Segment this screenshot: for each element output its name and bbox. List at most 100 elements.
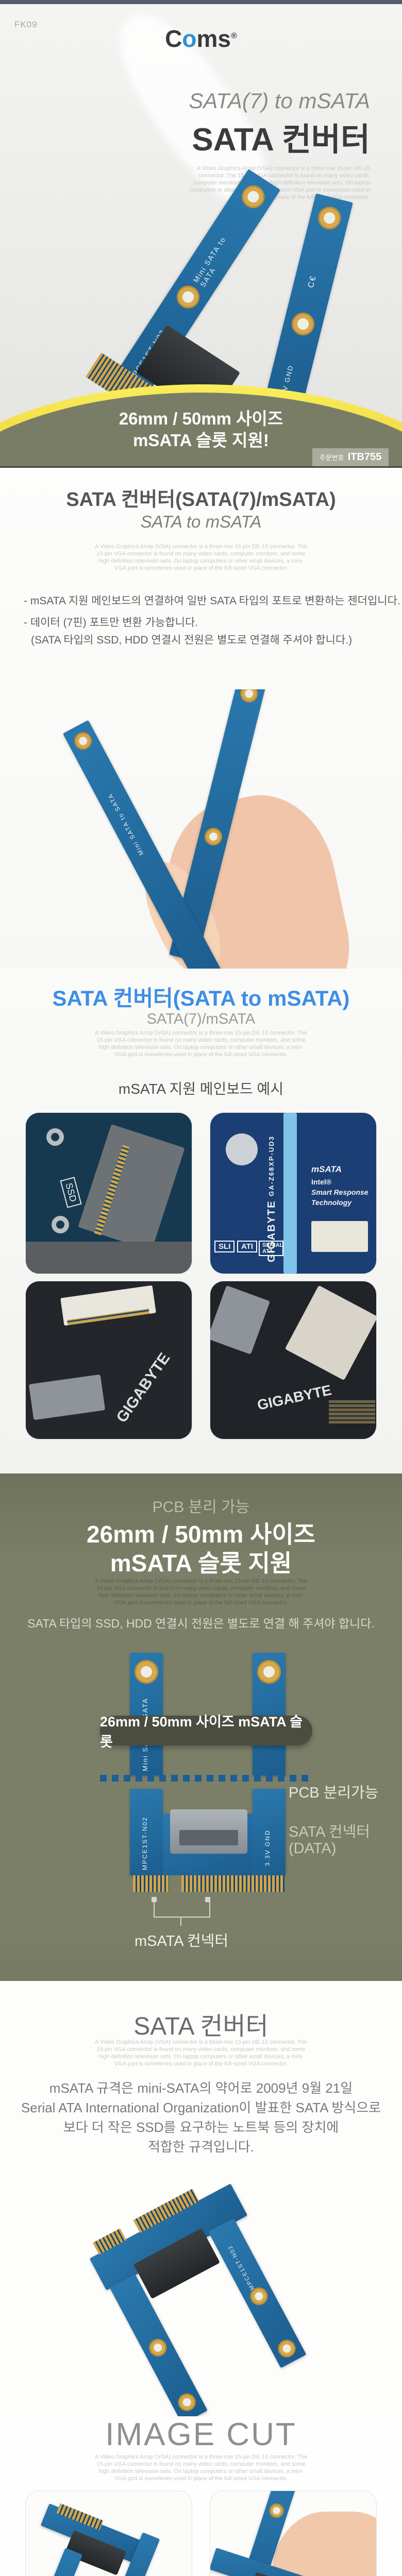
pcb-separable-label: PCB 분리가능 [289, 1785, 379, 1801]
hand-product-photo: Mini SATA to SATA [0, 689, 402, 969]
pcb-print-model: MPCE1ST-N02 [141, 1816, 148, 1870]
order-number-label: 주문번호 [319, 454, 344, 462]
pcb-print-model: MPCE1ST-N02 [227, 2244, 256, 2291]
metal-socket [28, 1374, 106, 1420]
sata-connector-gray [170, 1809, 247, 1854]
diagram-strip-left-lower: MPCE1ST-N02 [130, 1789, 163, 1875]
screw-pad [203, 826, 224, 848]
sata-connector-label-1: SATA 컨넥터 [289, 1824, 370, 1840]
pcb-strip-right: MPCE1ST-N02 [208, 2218, 307, 2368]
msata-connector-white [284, 1285, 376, 1381]
image-cut-photo-2 [210, 2491, 376, 2576]
section-msata-description: SATA 컨버터 A Video Graphics Array (VGA) co… [0, 1981, 402, 2425]
desc-line-4: 적합한 규격입니다. [148, 2139, 254, 2155]
screw-pad [146, 2335, 170, 2360]
feature-bullet-3: (SATA 타입의 SSD, HDD 연결시 전원은 별도로 연결해 주셔야 합… [31, 634, 353, 646]
desc-line-2: Serial ATA International Organization이 발… [21, 2100, 381, 2115]
gold-fingers-left [133, 1875, 169, 1892]
decor-paragraph: A Video Graphics Array (VGA) connector i… [95, 544, 307, 571]
screw-pad [135, 1660, 158, 1684]
section-overview: SATA 컨버터(SATA(7)/mSATA) SATA to mSATA A … [0, 468, 402, 969]
section1-subtitle: SATA to mSATA [140, 512, 262, 531]
feature-bullet-2: - 데이터 (7핀) 포트만 변환 가능합니다. [24, 617, 198, 629]
product-title: SATA 컨버터 [192, 122, 370, 158]
diagram-strip-right-upper: C€ [253, 1653, 286, 1775]
ati-logo: ATI [237, 1241, 258, 1252]
photo-gigabyte-blue-board: GIGABYTE GA-Z68XP-UD3 mSATA Intel® Smart… [210, 1113, 376, 1274]
logo-o: o [182, 25, 197, 52]
ssd-label: SSD [60, 1177, 82, 1208]
bracket-stem [180, 1917, 181, 1926]
section2-title: SATA 컨버터(SATA to mSATA) [52, 986, 350, 1010]
power-note: SATA 타입의 SSD, HDD 연결시 전원은 별도로 연결 해 주셔야 합… [27, 1617, 375, 1630]
registered-mark: ® [230, 31, 237, 41]
screw-pad [267, 2501, 286, 2520]
decor-paragraph: A Video Graphics Array (VGA) connector i… [95, 1030, 307, 1058]
desc-line-1: mSATA 규격은 mini-SATA의 약어로 2009년 9월 21일 [49, 2080, 353, 2096]
section-pcb-diagram: PCB 분리 가능 26mm / 50mm 사이즈 mSATA 슬롯 지원 A … [0, 1473, 402, 1981]
feature-banner: 26mm / 50mm 사이즈 mSATA 슬롯 지원! [0, 361, 402, 468]
screw-pad [289, 310, 317, 338]
top-navy-bar [0, 0, 402, 4]
cmos-battery [226, 1133, 258, 1165]
section-mainboard-examples: SATA 컨버터(SATA to mSATA) SATA(7)/mSATA A … [0, 969, 402, 1473]
logo-c: C [165, 25, 182, 52]
section2-subtitle: SATA(7)/mSATA [146, 1011, 256, 1027]
msata-print: mSATA [311, 1164, 342, 1174]
photo-black-board-2: GIGABYTE [210, 1281, 376, 1439]
board-example-title: mSATA 지원 메인보드 예시 [118, 1081, 284, 1097]
screw-pad [175, 2390, 199, 2414]
screw-pad [71, 729, 95, 753]
connector-slot [179, 1830, 238, 1845]
desc-line-3: 보다 더 작은 SSD를 요구하는 노트북 등의 장치에 [63, 2120, 339, 2135]
decor-paragraph: A Video Graphics Array (VGA) connector i… [95, 2454, 307, 2482]
pcb-strip [28, 2548, 83, 2576]
hand [272, 2512, 376, 2576]
separation-dashed-line [100, 1775, 312, 1782]
photo-laptop-msata-slot: SSD [26, 1113, 192, 1274]
product-subtitle-en: SATA(7) to mSATA [189, 89, 370, 113]
bracket-node [205, 1897, 210, 1902]
section-image-cut: IMAGE CUT A Video Graphics Array (VGA) c… [0, 2416, 402, 2576]
pcb-print-mini-sata: Mini SATA to SATA [191, 235, 227, 289]
sli-logo: SLI [214, 1241, 235, 1252]
screw-hole [52, 1216, 69, 1233]
screw-pad [315, 204, 344, 232]
coms-logo: Coms® [0, 25, 402, 53]
product-code: FK09 [14, 20, 38, 29]
pcb-print-mini-sata: Mini SATA to SATA [106, 792, 145, 857]
metal-socket [210, 1285, 271, 1355]
pcb-strip-left [109, 2274, 208, 2425]
slot-size-pill: 26mm / 50mm 사이즈 mSATA 슬롯 [100, 1714, 312, 1750]
intel-print-1: Intel® [311, 1178, 332, 1186]
gold-fingers-right [181, 1875, 284, 1892]
banner-line1: 26mm / 50mm 사이즈 [119, 409, 283, 428]
screw-pad [237, 181, 269, 213]
msata-connector-white [311, 1221, 368, 1252]
screw-pad [257, 1660, 281, 1684]
image-cut-title: IMAGE CUT [105, 2417, 297, 2452]
photo-black-board-1: GIGABYTE [26, 1281, 192, 1439]
decor-paragraph: A Video Graphics Array (VGA) connector i… [95, 2039, 307, 2067]
diagram-strip-left-upper: Mini SATA to SATA [130, 1653, 163, 1775]
screw-pad [172, 281, 204, 313]
intel-print-3: Technology [311, 1198, 352, 1207]
banner-line2: mSATA 슬롯 지원! [133, 431, 269, 450]
msata-connector-label: mSATA 컨넥터 [134, 1933, 229, 1950]
bracket-node [152, 1897, 157, 1902]
pcb-print-ce: C€ [306, 274, 319, 289]
gigabyte-print: GIGABYTE [113, 1350, 174, 1426]
bracket [154, 1902, 210, 1918]
gigabyte-print: GIGABYTE [256, 1382, 333, 1413]
pcb-print-33v-gnd: 3.3V GND [264, 1829, 271, 1866]
size-title-line1: 26mm / 50mm 사이즈 [86, 1521, 316, 1548]
pcie-slot [283, 1113, 297, 1274]
screw-pad [275, 2336, 299, 2361]
intel-print-2: Smart Response [311, 1188, 368, 1196]
board-slot [329, 1400, 375, 1423]
logo-ms: ms [196, 25, 231, 52]
size-title-line2: mSATA 슬롯 지원 [110, 1550, 292, 1577]
feature-bullet-1: - mSATA 지원 메인보드의 연결하여 일반 SATA 타입의 포트로 변환… [24, 595, 400, 607]
product-photo-u-adapter: MPCE1ST-N02 [57, 2144, 345, 2441]
